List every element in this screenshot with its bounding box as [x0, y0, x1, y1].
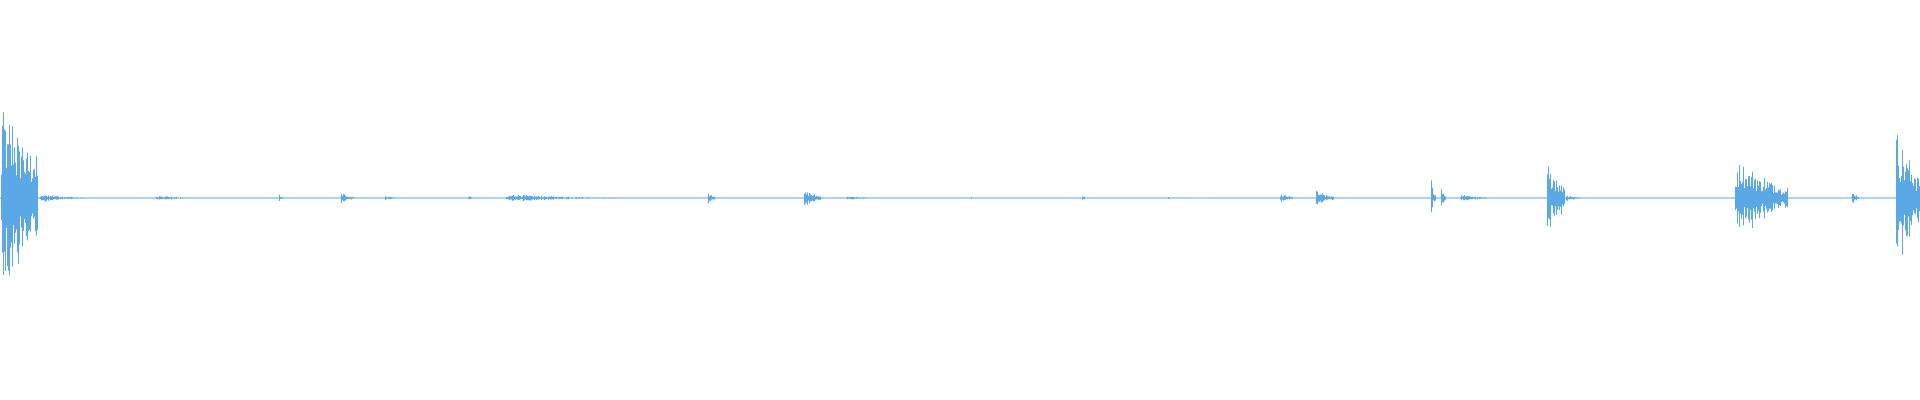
- waveform-signal: [0, 112, 1920, 276]
